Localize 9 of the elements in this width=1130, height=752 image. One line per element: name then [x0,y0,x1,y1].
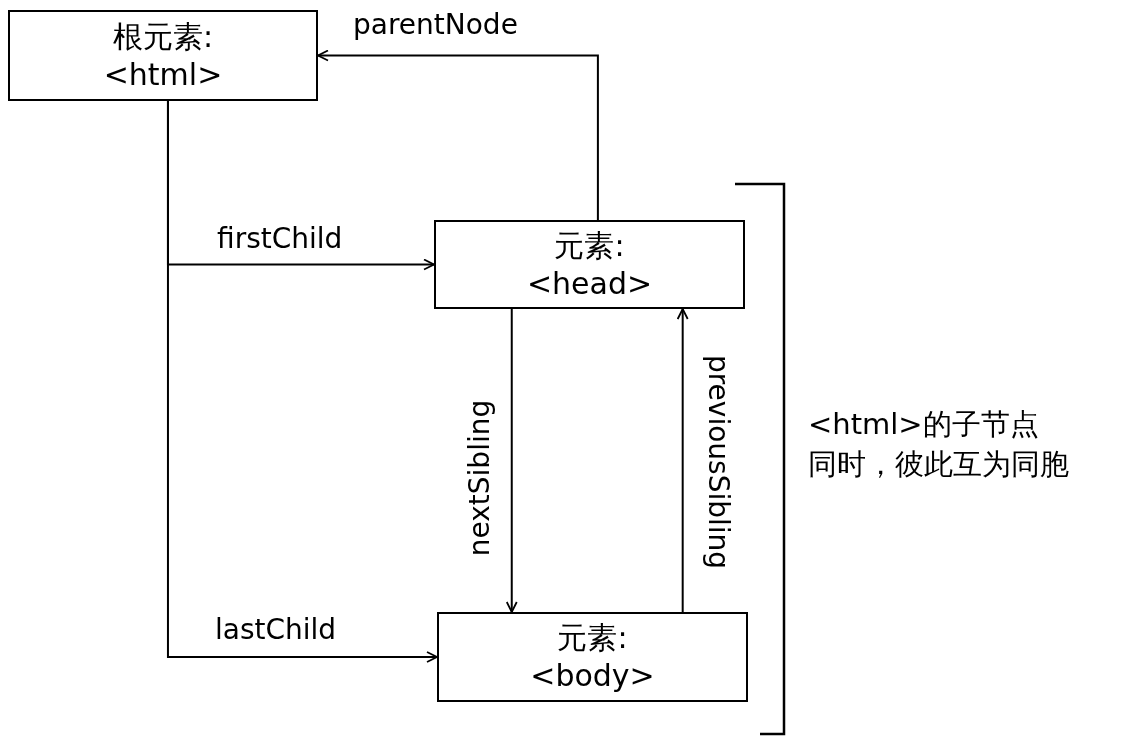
element-box: 元素: <body> [437,612,748,702]
note-text: 同时，彼此互为同胞 [808,446,1069,483]
note-text: <html>的子节点 [808,406,1039,443]
arrow [505,308,518,613]
element-box: 元素: <head> [434,220,745,309]
arrow [676,308,689,613]
element-box: 根元素: <html> [8,10,318,101]
arrow [317,49,599,221]
arrow [166,100,438,663]
